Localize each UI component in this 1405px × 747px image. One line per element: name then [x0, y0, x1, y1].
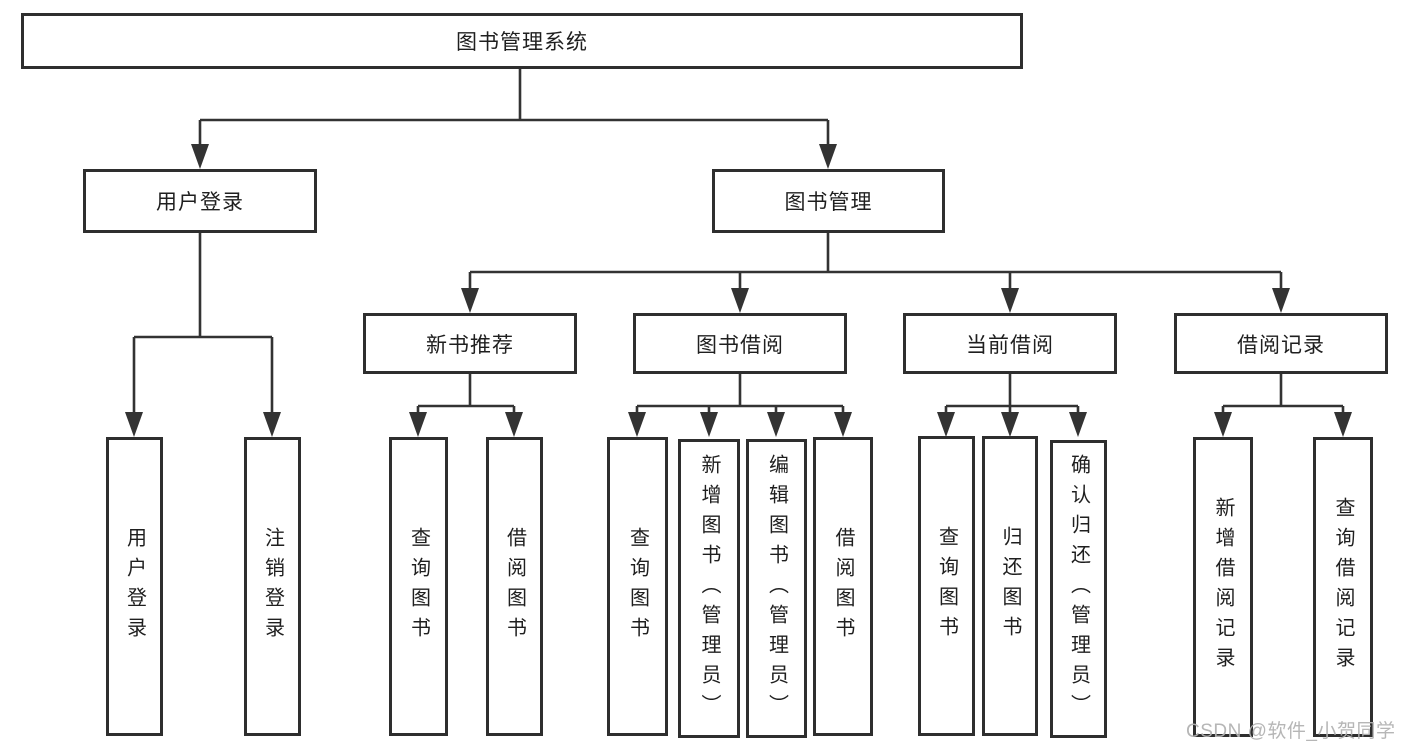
leaf-add-borrow-record: 新增借阅记录	[1193, 437, 1253, 737]
node-book-borrow: 图书借阅	[633, 313, 847, 374]
leaf-borrow-book-newbook: 借阅图书	[486, 437, 543, 736]
node-label: 当前借阅	[966, 333, 1054, 357]
arrowhead	[1214, 412, 1232, 437]
leaf-query-book-borrow: 查询图书	[607, 437, 668, 736]
arrowhead	[125, 412, 143, 437]
leaf-borrow-book: 借阅图书	[813, 437, 873, 736]
node-label: 用户登录	[123, 526, 146, 647]
node-borrow-records: 借阅记录	[1174, 313, 1388, 374]
node-label: 查询借阅记录	[1332, 497, 1354, 677]
leaf-user-login: 用户登录	[106, 437, 163, 736]
node-root-library-system: 图书管理系统	[21, 13, 1023, 69]
arrowhead	[409, 412, 427, 437]
leaf-query-book-newbook: 查询图书	[389, 437, 448, 736]
connector-lines	[132, 69, 1345, 414]
arrowhead	[1001, 412, 1019, 437]
arrowhead	[731, 288, 749, 313]
leaf-confirm-return-admin: 确认归还（管理员）	[1050, 440, 1107, 738]
node-label: 借阅记录	[1237, 333, 1325, 357]
node-label: 借阅图书	[832, 526, 854, 647]
leaf-edit-book-admin: 编辑图书（管理员）	[746, 439, 807, 738]
node-label: 借阅图书	[503, 526, 526, 647]
node-book-management: 图书管理	[712, 169, 945, 233]
node-label: 注销登录	[261, 526, 284, 647]
node-label: 图书管理系统	[456, 31, 588, 54]
node-label: 查询图书	[626, 526, 649, 647]
node-label: 归还图书	[999, 526, 1021, 646]
node-label: 新增借阅记录	[1212, 497, 1234, 677]
arrowhead	[767, 412, 785, 437]
node-user-login: 用户登录	[83, 169, 317, 233]
arrowheads	[125, 144, 1352, 437]
node-label: 图书管理	[784, 191, 873, 214]
arrowhead	[628, 412, 646, 437]
leaf-query-book-current: 查询图书	[918, 436, 975, 736]
arrowhead	[1272, 288, 1290, 313]
arrowhead	[1001, 288, 1019, 313]
watermark: CSDN @软件_小贺同学	[1186, 721, 1396, 742]
node-label: 查询图书	[407, 526, 430, 647]
node-label: 图书借阅	[696, 333, 784, 357]
arrowhead	[834, 412, 852, 437]
node-label: 查询图书	[935, 526, 958, 646]
node-label: 新增图书（管理员）	[698, 453, 720, 724]
node-label: 确认归还（管理员）	[1067, 454, 1090, 724]
arrowhead	[461, 288, 479, 313]
node-label: 新书推荐	[426, 333, 514, 357]
leaf-return-book: 归还图书	[982, 436, 1038, 736]
arrowhead	[1069, 412, 1087, 437]
arrowhead	[700, 412, 718, 437]
node-new-book-recommend: 新书推荐	[363, 313, 577, 374]
node-current-borrow: 当前借阅	[903, 313, 1117, 374]
arrowhead	[1334, 412, 1352, 437]
arrowhead	[937, 412, 955, 437]
node-label: 用户登录	[156, 191, 244, 214]
node-label: 编辑图书（管理员）	[765, 453, 788, 724]
leaf-add-book-admin: 新增图书（管理员）	[678, 439, 740, 738]
arrowhead	[819, 144, 837, 169]
leaf-logout: 注销登录	[244, 437, 301, 736]
arrowhead	[191, 144, 209, 169]
leaf-query-borrow-record: 查询借阅记录	[1313, 437, 1373, 737]
arrowhead	[263, 412, 281, 437]
arrowhead	[505, 412, 523, 437]
